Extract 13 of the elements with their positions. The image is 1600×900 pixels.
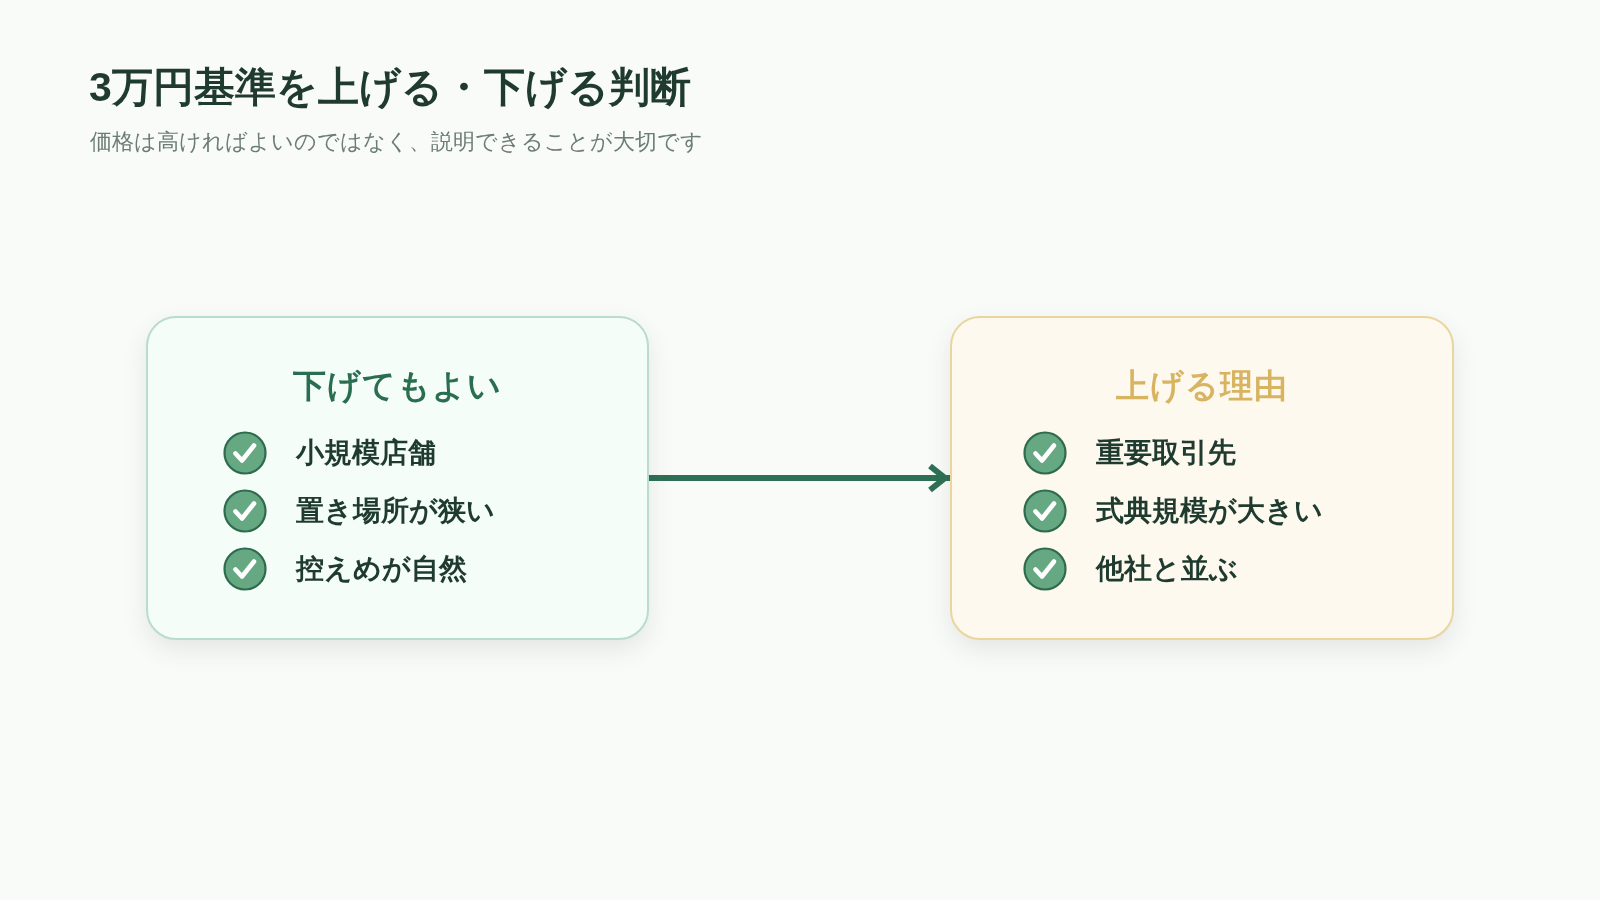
list-item: 重要取引先 bbox=[1096, 436, 1236, 470]
list-item: 控えめが自然 bbox=[296, 552, 467, 586]
card-heading: 上げる理由 bbox=[1116, 366, 1288, 406]
card-heading: 下げてもよい bbox=[293, 366, 502, 406]
list-item: 式典規模が大きい bbox=[1096, 494, 1323, 528]
title: 3万円基準を上げる・下げる判断 bbox=[89, 63, 691, 111]
list-item: 置き場所が狭い bbox=[296, 494, 495, 528]
list-item: 小規模店舗 bbox=[296, 436, 436, 470]
subtitle: 価格は高ければよいのではなく、説明できることが大切です bbox=[90, 128, 703, 156]
card bbox=[950, 316, 1454, 640]
card bbox=[146, 316, 649, 640]
arrow bbox=[649, 463, 950, 493]
list-item: 他社と並ぶ bbox=[1096, 552, 1238, 586]
